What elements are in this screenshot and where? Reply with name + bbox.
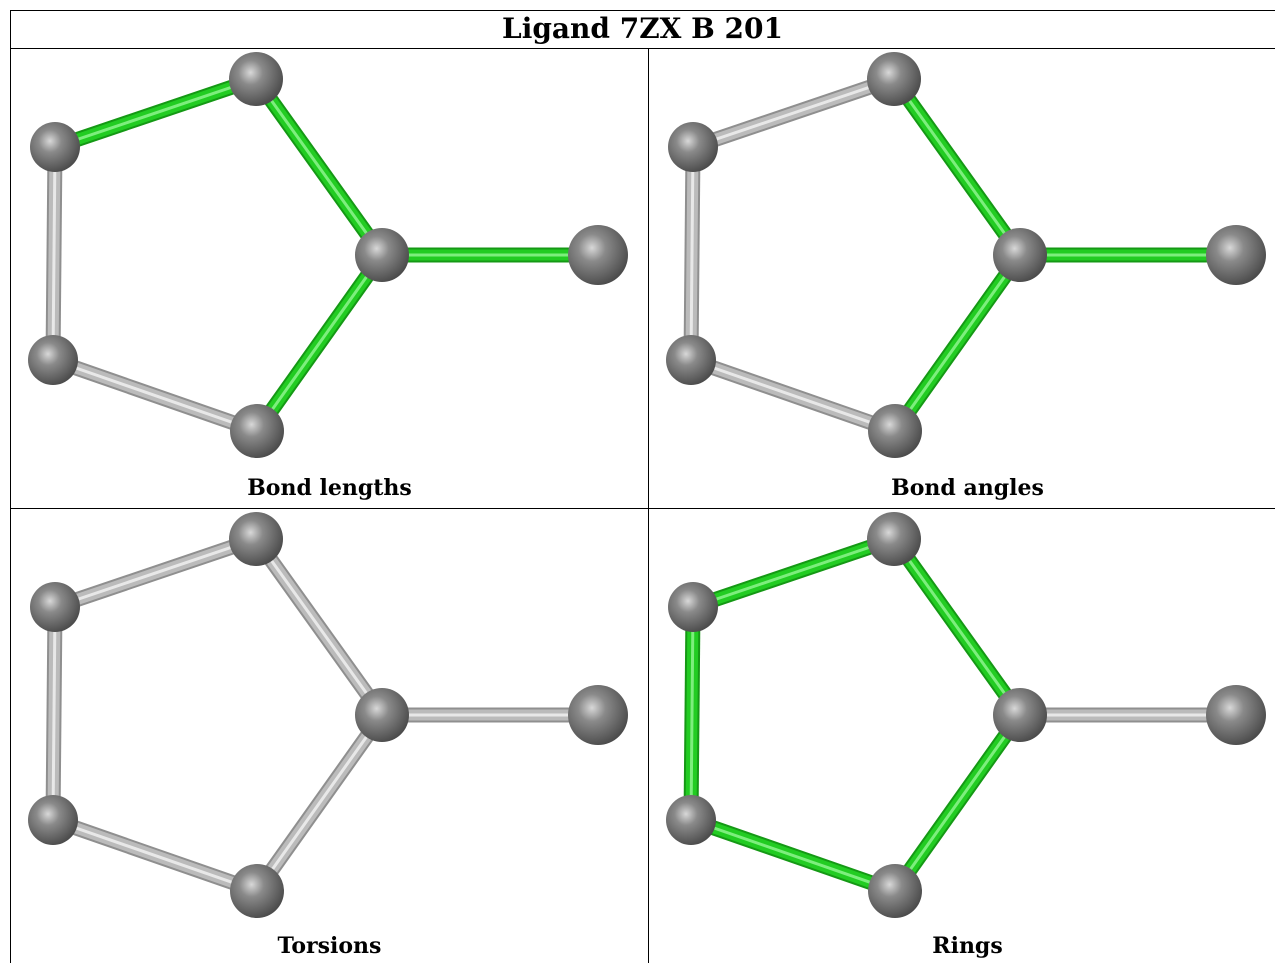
panel-torsions: Torsions [11, 509, 648, 969]
panel-caption: Bond angles [891, 475, 1044, 501]
atom [568, 225, 628, 285]
highlighted-bond [690, 531, 897, 615]
row-divider [10, 508, 1275, 509]
atom [868, 404, 922, 458]
atom [1206, 225, 1266, 285]
panel-rings: Rings [649, 509, 1275, 969]
panel-caption: Bond lengths [247, 475, 412, 501]
atom [30, 582, 80, 632]
figure-title: Ligand 7ZX B 201 [502, 12, 783, 45]
highlighted-bond [683, 606, 701, 821]
column-divider [648, 48, 649, 963]
bond [690, 71, 897, 155]
atom [993, 228, 1047, 282]
bond [50, 352, 260, 439]
atom [868, 864, 922, 918]
atom [568, 685, 628, 745]
highlighted-bond [249, 74, 389, 260]
bond [250, 710, 389, 896]
panel-caption: Rings [932, 933, 1003, 959]
top-border [10, 10, 1275, 11]
bond [683, 146, 701, 361]
highlighted-bond [888, 250, 1027, 436]
molecule-diagram [28, 52, 628, 458]
atom [355, 688, 409, 742]
atom [867, 52, 921, 106]
highlighted-bond [250, 250, 389, 436]
atom [28, 795, 78, 845]
highlighted-bond [688, 812, 898, 899]
atom [230, 404, 284, 458]
bond [249, 534, 389, 720]
atom [666, 795, 716, 845]
atom [993, 688, 1047, 742]
bond [688, 352, 898, 439]
atom [1206, 685, 1266, 745]
molecule-diagram [666, 52, 1266, 458]
panel-bond-angles: Bond angles [649, 49, 1275, 509]
atom [668, 582, 718, 632]
atom [666, 335, 716, 385]
atom [30, 122, 80, 172]
atom [28, 335, 78, 385]
atom [867, 512, 921, 566]
atom [355, 228, 409, 282]
atom [229, 52, 283, 106]
bond [45, 606, 63, 821]
left-border [10, 10, 11, 963]
highlighted-bond [888, 710, 1027, 896]
bond [50, 812, 260, 899]
highlighted-bond [887, 534, 1027, 720]
molecule-diagram [28, 512, 628, 918]
atom [229, 512, 283, 566]
bond [45, 146, 63, 361]
panel-caption: Torsions [277, 933, 382, 959]
molecule-diagram [666, 512, 1266, 918]
panel-bond-lengths: Bond lengths [11, 49, 648, 509]
atom [668, 122, 718, 172]
highlighted-bond [52, 71, 259, 155]
highlighted-bond [887, 74, 1027, 260]
title-divider [10, 48, 1275, 49]
bond [52, 531, 259, 615]
atom [230, 864, 284, 918]
